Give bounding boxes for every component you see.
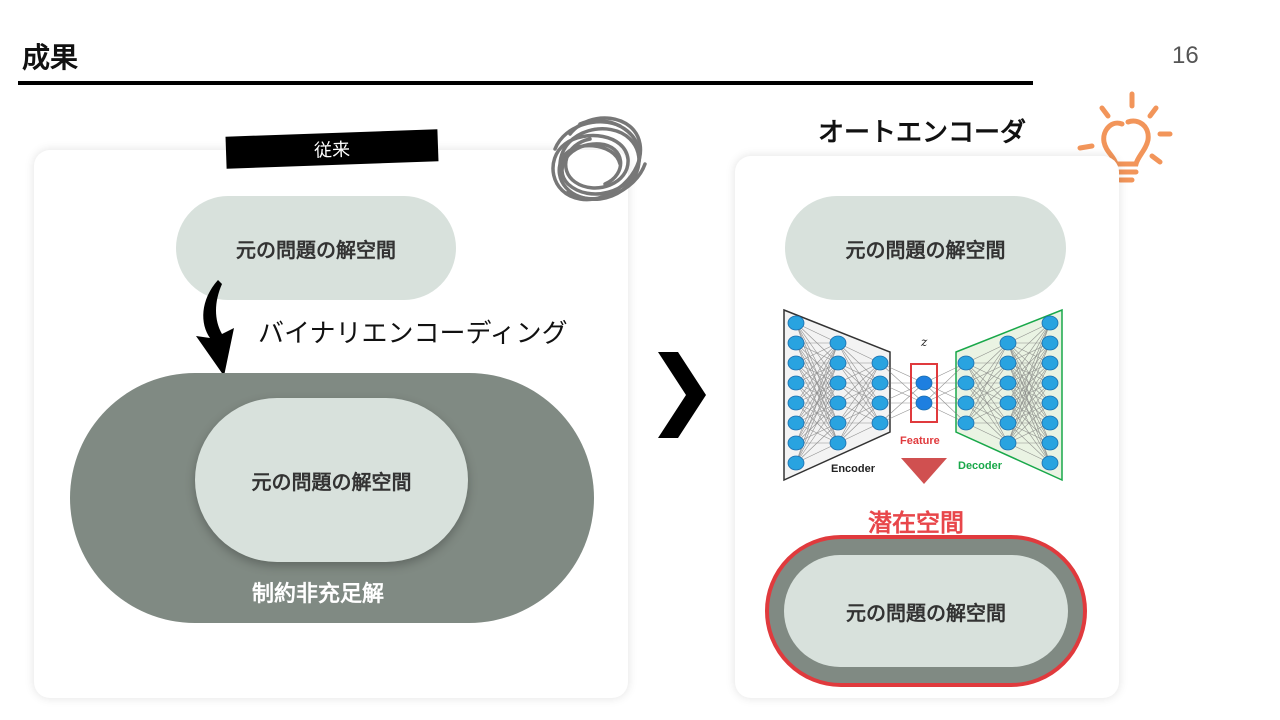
encoder-trapezoid: [783, 308, 891, 482]
latent-solution-space: 元の問題の解空間: [784, 555, 1068, 667]
network-node: [957, 375, 975, 391]
network-node: [829, 415, 847, 431]
curved-arrow-icon: [196, 280, 234, 376]
network-node: [1041, 355, 1059, 371]
network-connection: [1007, 322, 1051, 404]
network-connection: [965, 342, 1009, 384]
network-connection: [965, 342, 1009, 404]
network-connection: [837, 362, 881, 444]
network-node: [787, 335, 805, 351]
title-underline: [18, 81, 1033, 85]
chevron-right-icon: [658, 352, 706, 438]
network-connection: [879, 382, 925, 424]
network-node: [829, 435, 847, 451]
network-node: [999, 355, 1017, 371]
decoder-trapezoid: [955, 308, 1063, 482]
encoder-label: Encoder: [831, 463, 876, 475]
network-node: [787, 375, 805, 391]
network-connection: [1007, 322, 1051, 384]
network-node: [999, 395, 1017, 411]
network-node: [787, 395, 805, 411]
network-node: [1041, 335, 1059, 351]
z-label: z: [920, 335, 928, 349]
left-top-solution-space: 元の問題の解空間: [176, 196, 456, 300]
network-connection: [795, 342, 839, 404]
network-connection: [795, 382, 839, 464]
network-node: [787, 435, 805, 451]
network-node: [871, 375, 889, 391]
network-node: [829, 355, 847, 371]
network-node: [1041, 315, 1059, 331]
binary-encoding-label: バイナリエンコーディング: [258, 319, 568, 349]
network-connection: [965, 342, 1009, 424]
decoder-label: Decoder: [958, 460, 1003, 472]
network-connection: [837, 362, 881, 424]
page-title: 成果: [22, 41, 79, 74]
network-node: [957, 415, 975, 431]
network-node: [915, 395, 933, 411]
constraint-violating-label: 制約非充足解: [252, 582, 385, 607]
autoencoder-network: z Feature Encoder Decoder: [783, 308, 1063, 484]
left-inner-solution-space: 元の問題の解空間: [195, 398, 468, 562]
scribble-icon: [551, 116, 647, 202]
network-node: [787, 355, 805, 371]
network-connection: [795, 342, 839, 384]
network-node: [915, 375, 933, 391]
network-connection: [837, 382, 881, 444]
network-node: [787, 455, 805, 471]
network-connection: [1007, 322, 1051, 364]
network-connection: [795, 402, 839, 464]
right-top-solution-space: 元の問題の解空間: [785, 196, 1066, 300]
network-connection: [965, 382, 1009, 424]
feature-box: [910, 363, 938, 423]
page-number: 16: [1172, 42, 1199, 69]
network-node: [871, 355, 889, 371]
network-node: [787, 315, 805, 331]
network-node: [1041, 375, 1059, 391]
network-node: [1041, 435, 1059, 451]
network-connection: [795, 422, 839, 464]
network-connection: [923, 362, 967, 404]
network-connection: [837, 402, 881, 444]
network-node: [999, 415, 1017, 431]
network-node: [829, 395, 847, 411]
network-connection: [965, 362, 1009, 424]
triangle-down-icon: [901, 458, 947, 484]
network-node: [999, 375, 1017, 391]
network-node: [957, 355, 975, 371]
network-connection: [1007, 382, 1051, 444]
network-node: [957, 395, 975, 411]
network-node: [829, 335, 847, 351]
network-node: [787, 415, 805, 431]
network-node: [829, 375, 847, 391]
feature-label: Feature: [900, 435, 940, 447]
network-connection: [1007, 402, 1051, 444]
network-connection: [1007, 362, 1051, 444]
network-node: [1041, 415, 1059, 431]
latent-space-label: 潜在空間: [868, 509, 964, 537]
network-node: [871, 395, 889, 411]
network-node: [1041, 395, 1059, 411]
network-node: [871, 415, 889, 431]
network-node: [1041, 455, 1059, 471]
network-connection: [795, 342, 839, 424]
network-connection: [837, 362, 881, 404]
autoencoder-title: オートエンコーダ: [818, 118, 1027, 148]
network-node: [999, 435, 1017, 451]
network-node: [999, 335, 1017, 351]
